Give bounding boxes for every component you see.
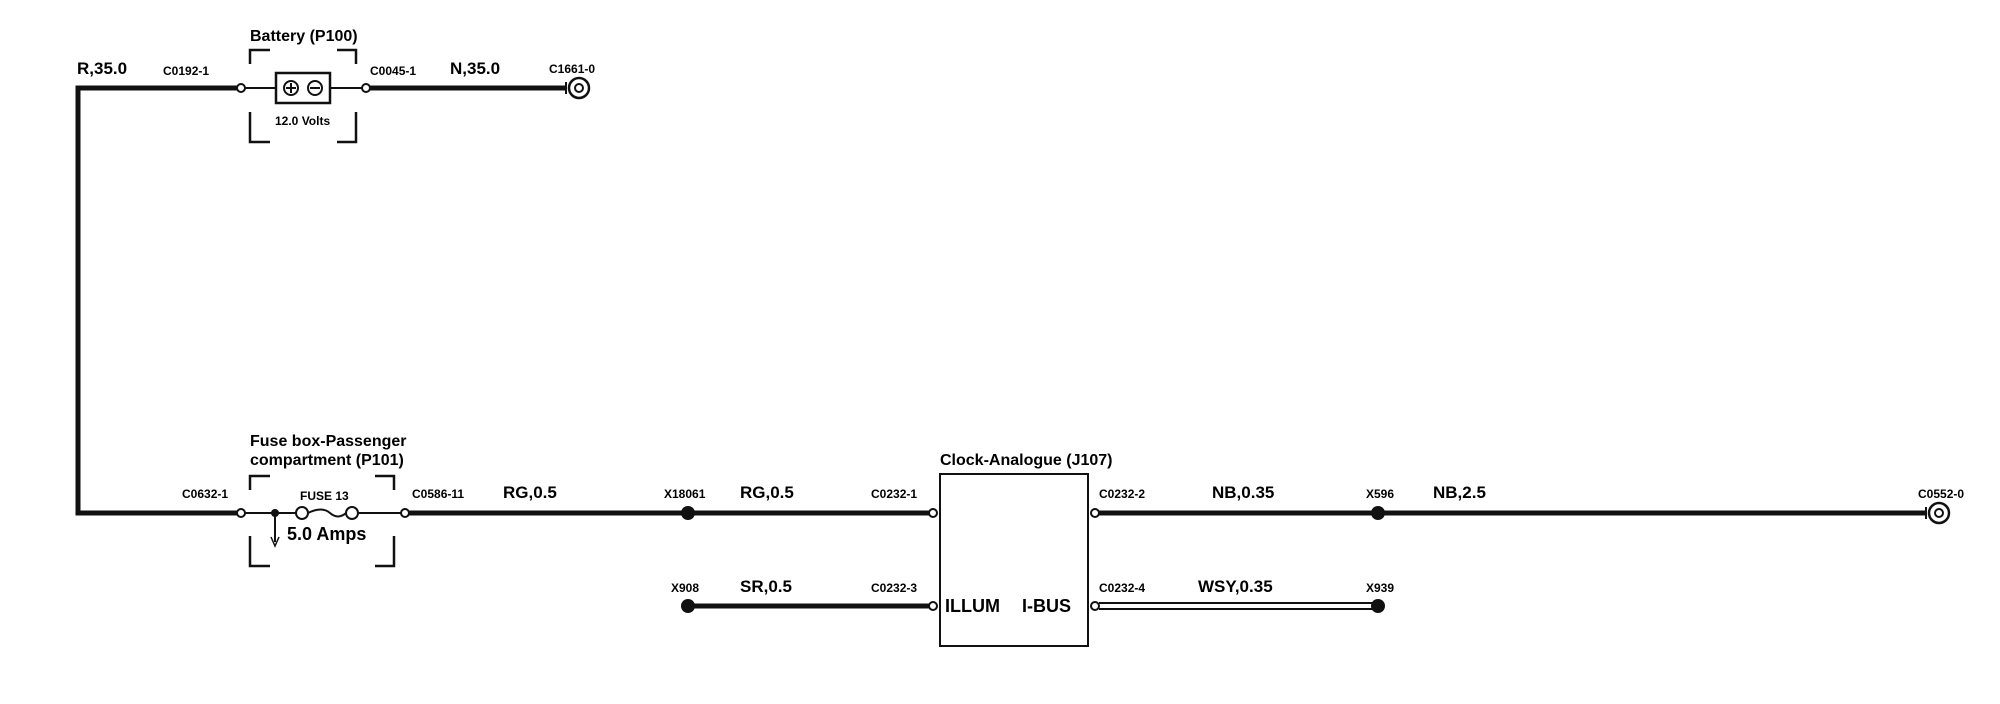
battery-bracket bbox=[248, 48, 358, 144]
fuse-box-title-line1: Fuse box-Passenger bbox=[250, 433, 407, 450]
feed-wire-r35 bbox=[75, 85, 238, 516]
splice-x939-label: X939 bbox=[1366, 581, 1394, 595]
clock-pin1-label: C0232-1 bbox=[871, 487, 917, 501]
splice-x18061-label: X18061 bbox=[664, 487, 706, 501]
ground-right-icon bbox=[1925, 501, 1951, 525]
battery-voltage: 12.0 Volts bbox=[275, 114, 330, 128]
clock-pin4-label: C0232-4 bbox=[1099, 581, 1145, 595]
fuse-rating: 5.0 Amps bbox=[287, 524, 366, 544]
fuse-box-right-connector-label: C0586-11 bbox=[412, 487, 464, 501]
clock-pin4 bbox=[1090, 601, 1100, 611]
fuse-drop-arrow-icon bbox=[270, 536, 280, 548]
wire-wsy bbox=[1099, 602, 1378, 610]
fuse-box-title-line2: compartment (P101) bbox=[250, 452, 404, 469]
wire-nb-2-label: NB,2.5 bbox=[1433, 483, 1486, 502]
splice-x596-label: X596 bbox=[1366, 487, 1394, 501]
splice-x908-label: X908 bbox=[671, 581, 699, 595]
ground-icon bbox=[565, 76, 591, 100]
wire-sr-label: SR,0.5 bbox=[740, 577, 792, 596]
fuse-box-bracket bbox=[248, 474, 396, 568]
ground-wire-label: N,35.0 bbox=[450, 59, 500, 78]
battery-circuit: R,35.0 C0192-1 Battery (P100) 12.0 Volts… bbox=[75, 28, 595, 516]
ground-point-label: C1661-0 bbox=[549, 62, 595, 76]
fuse-box-left-connector-label: C0632-1 bbox=[182, 487, 228, 501]
fuse-box-left-pin bbox=[236, 508, 246, 518]
clock-module bbox=[939, 473, 1089, 647]
clock-pin2 bbox=[1090, 508, 1100, 518]
clock-title: Clock-Analogue (J107) bbox=[940, 452, 1112, 469]
wire-nb-1-label: NB,0.35 bbox=[1212, 483, 1274, 502]
clock-illum-label: ILLUM bbox=[945, 596, 1000, 616]
splice-x939 bbox=[1371, 599, 1385, 613]
battery-right-pin bbox=[361, 83, 371, 93]
wire-wsy-label: WSY,0.35 bbox=[1198, 577, 1273, 596]
wire-rg-1-label: RG,0.5 bbox=[503, 483, 557, 502]
battery-title: Battery (P100) bbox=[250, 28, 358, 45]
wire-rg-2-label: RG,0.5 bbox=[740, 483, 794, 502]
battery-left-pin bbox=[236, 83, 246, 93]
fuse-circuit: Fuse box-Passenger compartment (P101) C0… bbox=[182, 433, 1964, 647]
fuse-label: FUSE 13 bbox=[300, 489, 349, 503]
battery-left-connector-label: C0192-1 bbox=[163, 64, 209, 78]
clock-pin3-label: C0232-3 bbox=[871, 581, 917, 595]
clock-pin3 bbox=[928, 601, 938, 611]
clock-ibus-label: I-BUS bbox=[1022, 596, 1071, 616]
clock-pin1 bbox=[928, 508, 938, 518]
fuse-icon bbox=[295, 506, 359, 520]
feed-wire-label: R,35.0 bbox=[77, 59, 127, 78]
battery-right-connector-label: C0045-1 bbox=[370, 64, 416, 78]
fuse-box-right-pin bbox=[400, 508, 410, 518]
ground-right-label: C0552-0 bbox=[1918, 487, 1964, 501]
clock-pin2-label: C0232-2 bbox=[1099, 487, 1145, 501]
